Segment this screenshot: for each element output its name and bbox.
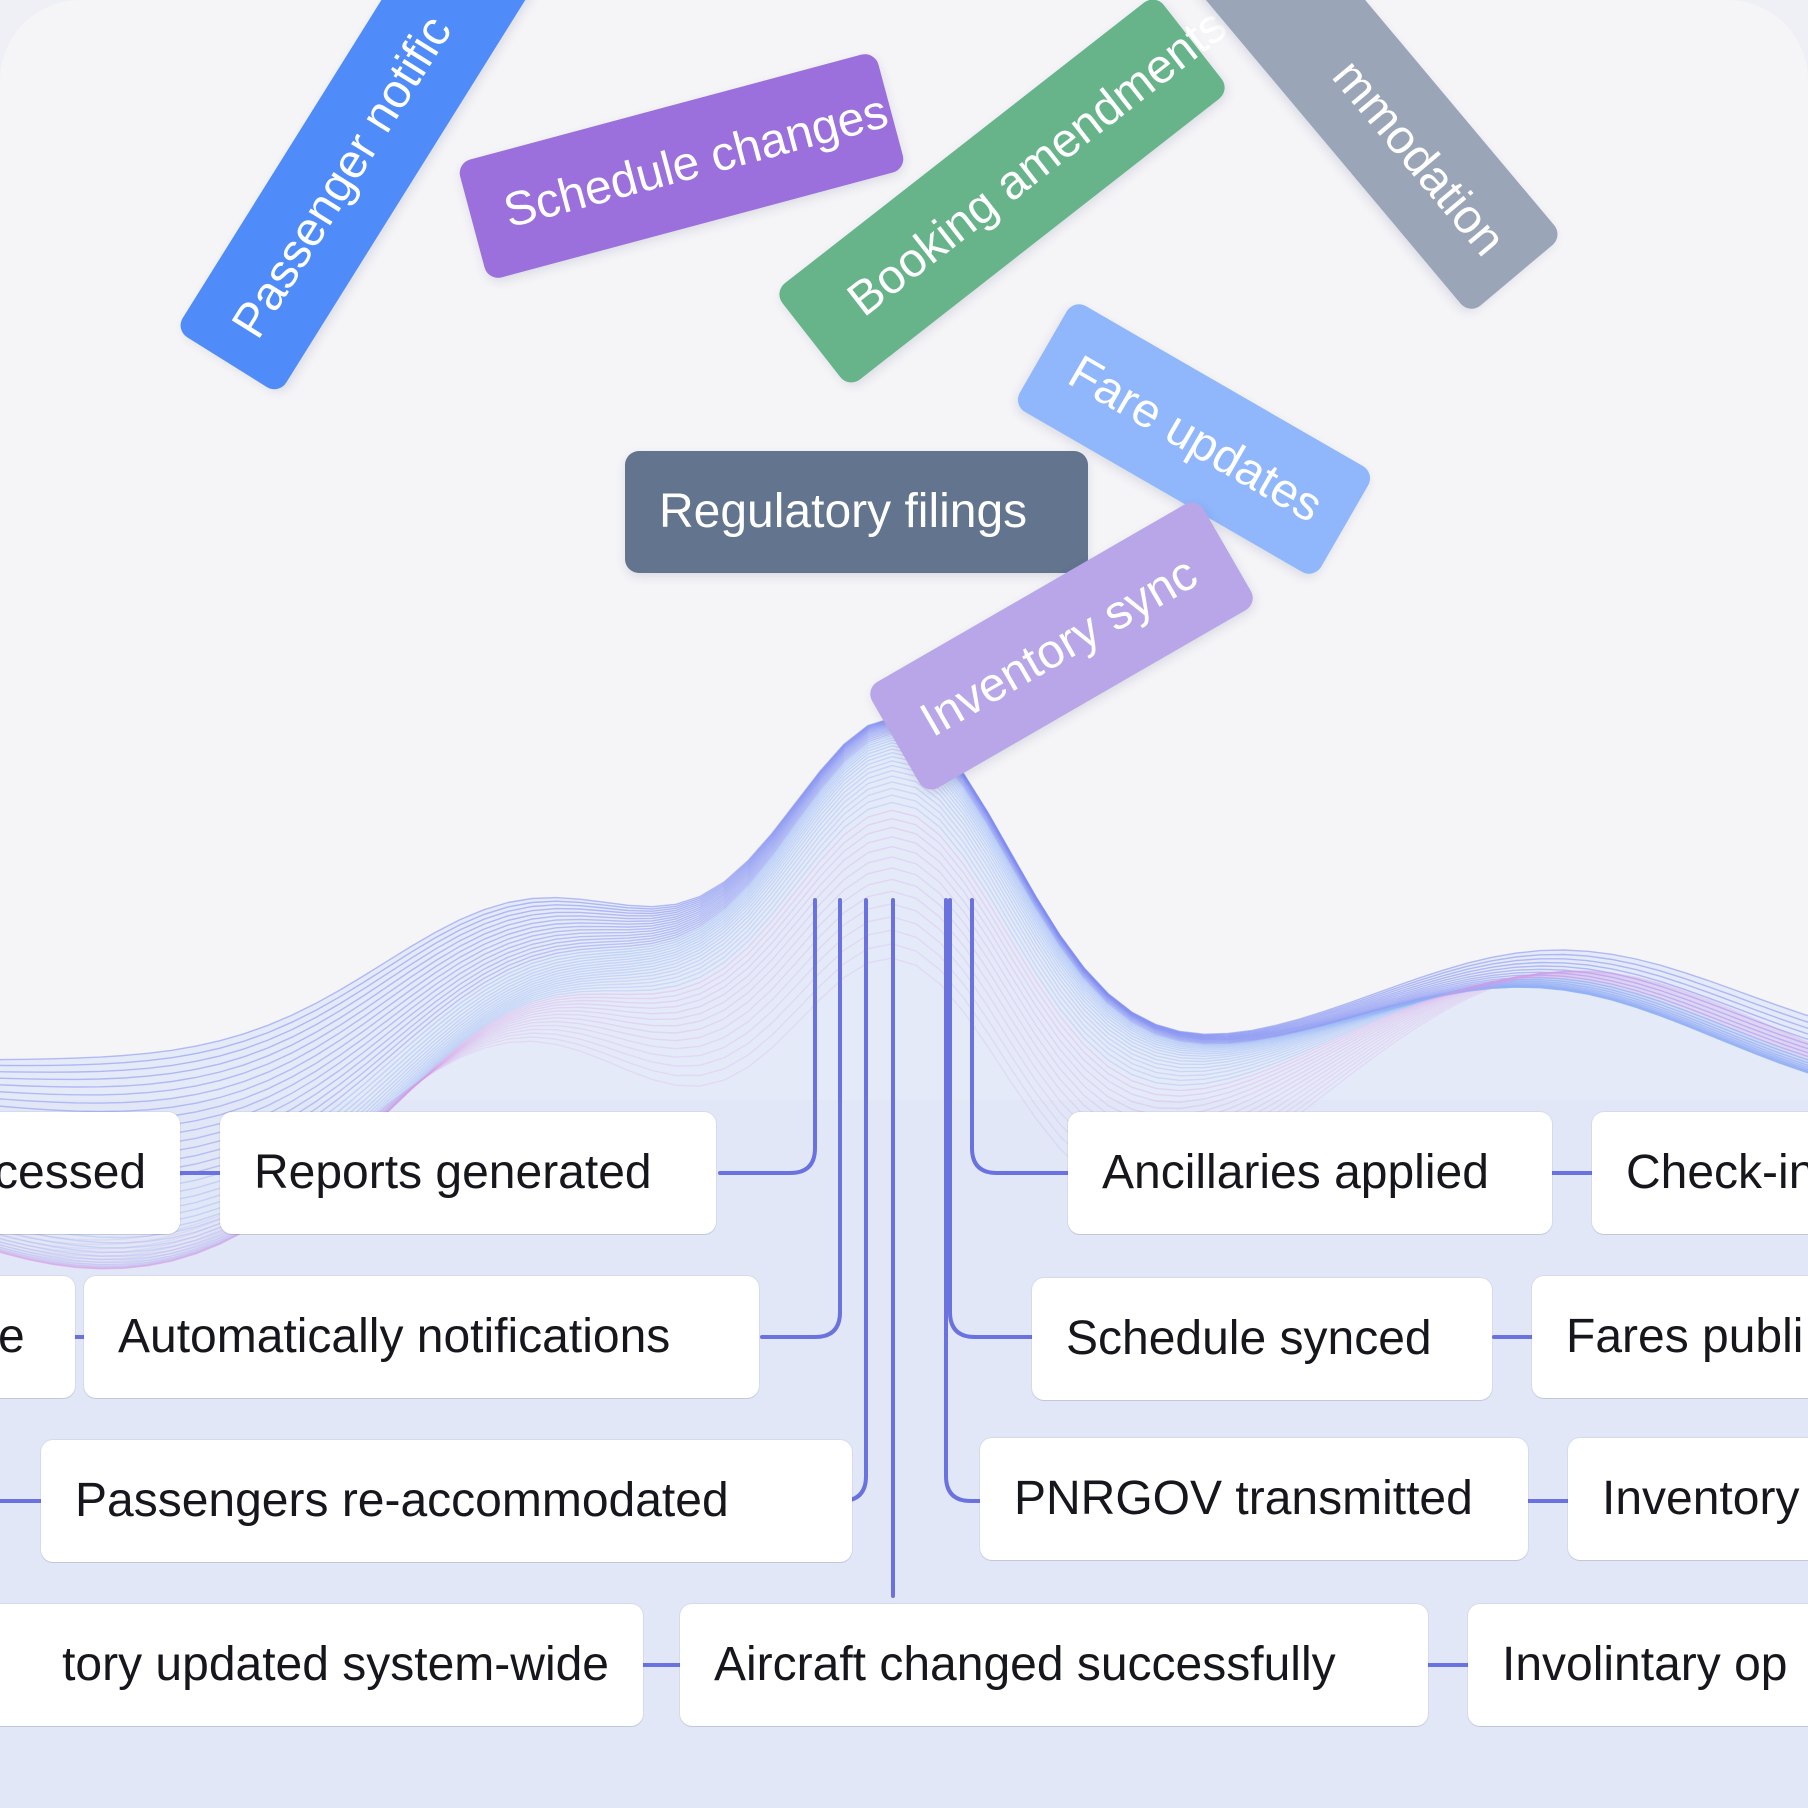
node-processed: cessed: [0, 1112, 180, 1234]
node-pnrgov-transmitted: PNRGOV transmitted: [980, 1438, 1528, 1560]
node-check-in: Check-in: [1592, 1112, 1808, 1234]
connector-line: [948, 898, 1034, 1339]
node-inventory: Inventory: [1568, 1438, 1808, 1560]
connector-line: [718, 898, 817, 1175]
node-aircraft-changed-successfully: Aircraft changed successfully: [680, 1604, 1428, 1726]
node-involuntary-operations: Involintary op: [1468, 1604, 1808, 1726]
node-automatically-notifications: Automatically notifications: [84, 1276, 759, 1398]
node-fares-published: Fares publi: [1532, 1276, 1808, 1398]
node-schedule-synced: Schedule synced: [1032, 1278, 1492, 1400]
connector-lines: [0, 898, 1594, 1667]
connector-line: [970, 898, 1070, 1175]
node-partial-e: e: [0, 1276, 75, 1398]
node-ancillaries-applied: Ancillaries applied: [1068, 1112, 1552, 1234]
connector-line: [944, 898, 982, 1503]
connector-line: [760, 898, 842, 1339]
node-inventory-updated-system-wide: tory updated system-wide: [0, 1604, 643, 1726]
node-reports-generated: Reports generated: [220, 1112, 716, 1234]
tag-regulatory-filings: Regulatory filings: [625, 451, 1088, 573]
node-passengers-reaccommodated: Passengers re-accommodated: [41, 1440, 852, 1562]
